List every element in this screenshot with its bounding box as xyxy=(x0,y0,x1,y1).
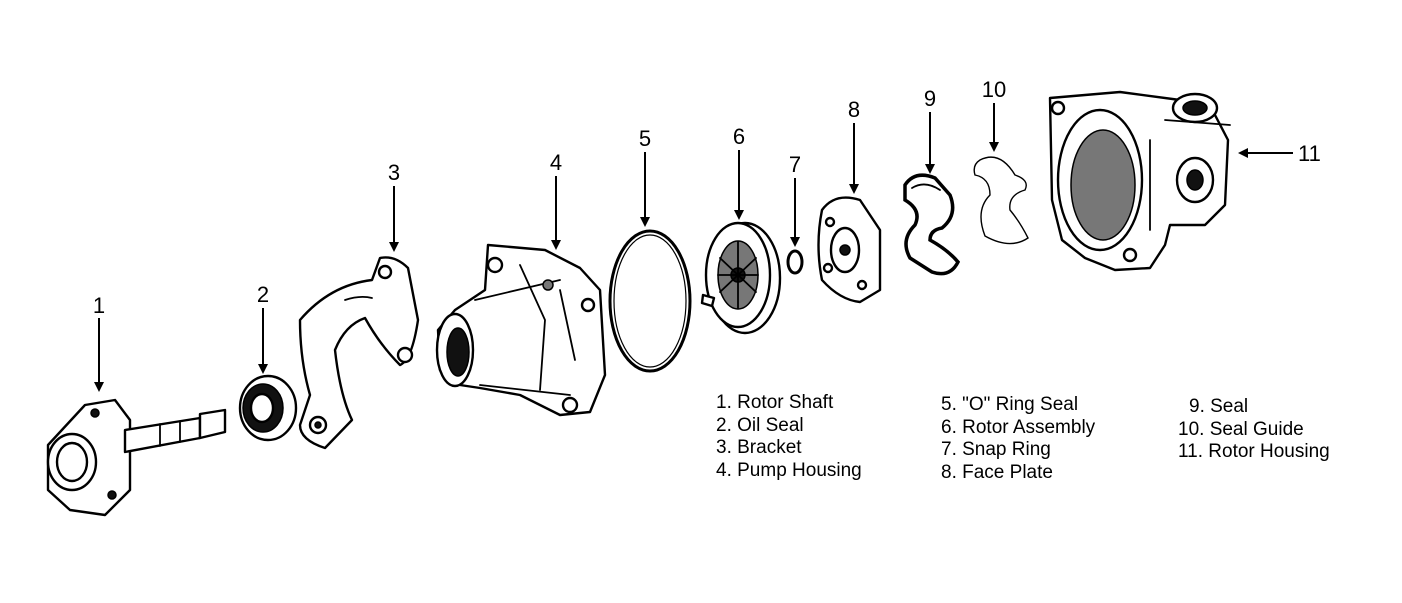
callout-labels: 1 2 3 4 5 6 7 8 9 10 11 xyxy=(93,77,1321,318)
legend-item: 11. Rotor Housing xyxy=(1178,441,1330,462)
legend-item: 9. Seal xyxy=(1189,396,1249,417)
legend-item: 1. Rotor Shaft xyxy=(716,392,834,413)
part-rotor-assembly xyxy=(700,221,782,335)
part-rotor-shaft xyxy=(46,398,227,517)
callout-6: 6 xyxy=(733,124,745,149)
legend-item: 6. Rotor Assembly xyxy=(941,416,1096,438)
legend-item: 5. "O" Ring Seal xyxy=(941,394,1079,415)
part-snap-ring xyxy=(786,249,804,275)
part-bracket xyxy=(298,256,420,450)
callout-8: 8 xyxy=(848,97,860,122)
legend-item: 2. Oil Seal xyxy=(716,414,804,436)
part-o-ring-seal xyxy=(608,229,692,373)
callout-9: 9 xyxy=(924,86,936,111)
callout-7: 7 xyxy=(789,152,801,177)
part-oil-seal xyxy=(238,374,298,442)
callout-5: 5 xyxy=(639,126,651,151)
legend-item: 3. Bracket xyxy=(716,437,802,458)
part-seal xyxy=(903,173,961,276)
part-face-plate xyxy=(817,196,882,304)
legend-item: 10. Seal Guide xyxy=(1178,418,1304,440)
legend-column-2: 5. "O" Ring Seal 6. Rotor Assembly 7. Sn… xyxy=(941,394,1095,484)
callout-1: 1 xyxy=(93,293,105,318)
legend-column-3: 9. Seal 10. Seal Guide 11. Rotor Housing xyxy=(1178,396,1330,464)
callout-4: 4 xyxy=(550,150,562,175)
part-seal-guide xyxy=(973,156,1029,245)
legend-column-1: 1. Rotor Shaft 2. Oil Seal 3. Bracket 4.… xyxy=(716,392,862,482)
legend-item: 8. Face Plate xyxy=(941,461,1053,483)
legend-item: 7. Snap Ring xyxy=(941,439,1051,460)
callout-3: 3 xyxy=(388,160,400,185)
callout-2: 2 xyxy=(257,282,269,307)
part-rotor-housing xyxy=(1048,90,1231,272)
part-pump-housing xyxy=(435,243,607,417)
callout-11: 11 xyxy=(1298,141,1321,166)
legend-item: 4. Pump Housing xyxy=(716,459,862,481)
leader-arrows xyxy=(94,103,1293,392)
callout-10: 10 xyxy=(982,77,1006,102)
